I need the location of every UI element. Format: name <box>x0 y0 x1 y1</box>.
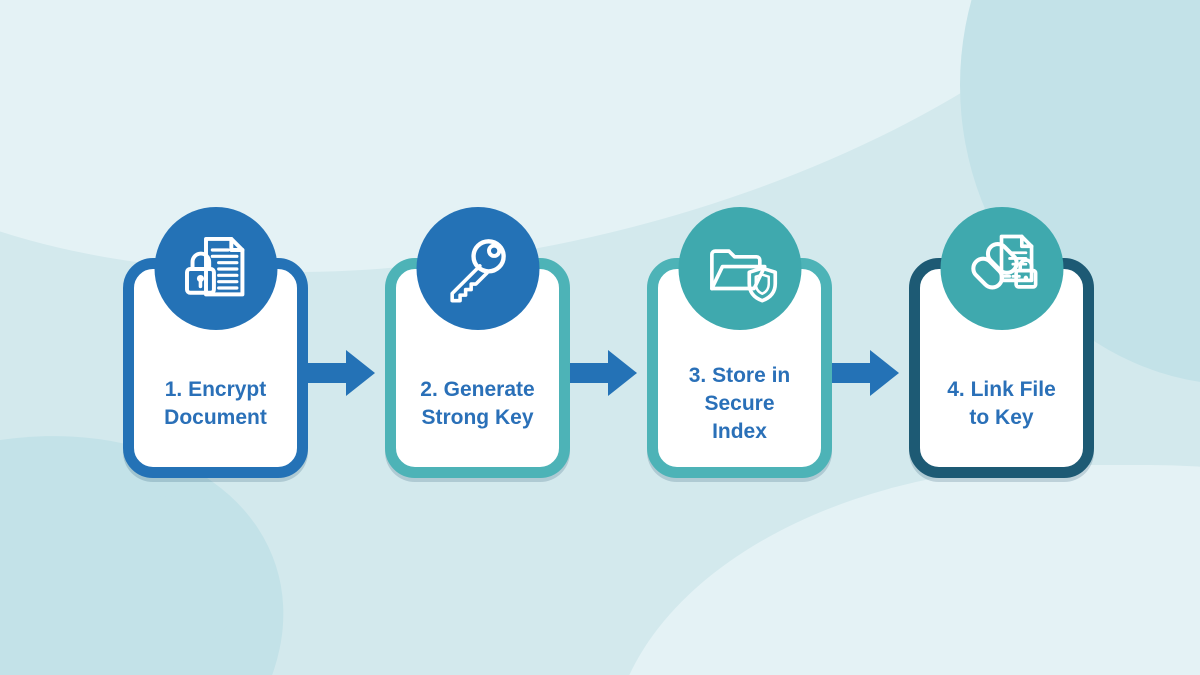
step-label-line: Index <box>712 420 767 443</box>
step-label-line: Secure <box>704 392 775 415</box>
step-label-line: 3. Store in <box>688 364 791 387</box>
step-3-icon-circle <box>678 207 801 330</box>
step-card-1: 1. Encrypt Document <box>123 207 308 478</box>
background-blob-light-bottom <box>610 465 1200 675</box>
step-2-icon-circle <box>416 207 539 330</box>
step-2-label: 2. Generate Strong Key <box>391 344 564 464</box>
step-3-card-body <box>647 258 832 478</box>
step-card-2: 2. Generate Strong Key <box>385 207 570 478</box>
step-label-line: 1. Encrypt <box>164 378 267 401</box>
step-3-label: 3. Store in Secure Index <box>653 344 826 464</box>
key-icon <box>450 238 506 302</box>
arrow-right-icon <box>830 350 899 396</box>
step-1-label: 1. Encrypt Document <box>129 344 302 464</box>
step-label-line: to Key <box>969 406 1034 429</box>
step-label-line: Document <box>164 406 267 429</box>
step-label-line: 4. Link File <box>947 378 1056 401</box>
arrow-right-icon <box>568 350 637 396</box>
step-label-line: Strong Key <box>421 406 534 429</box>
link-file-to-key-icon <box>971 234 1038 289</box>
encrypted-document-icon <box>185 236 245 296</box>
secure-folder-icon <box>710 248 778 303</box>
step-4-icon-circle <box>940 207 1063 330</box>
arrow-right-icon <box>306 350 375 396</box>
step-label-line: 2. Generate <box>420 378 535 401</box>
step-card-4: 4. Link File to Key <box>909 207 1094 478</box>
step-card-3: 3. Store in Secure Index <box>647 207 832 478</box>
step-4-label: 4. Link File to Key <box>915 344 1088 464</box>
step-1-icon-circle <box>154 207 277 330</box>
